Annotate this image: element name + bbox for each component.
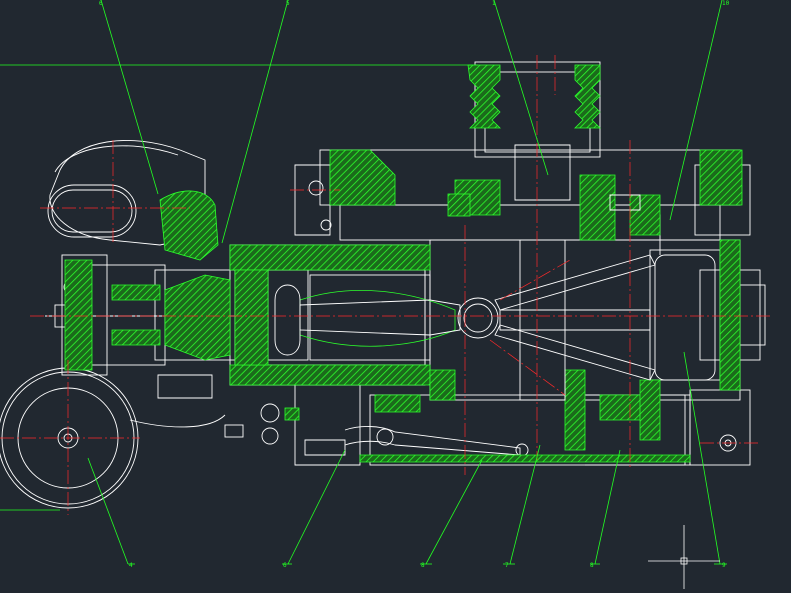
centerlines — [0, 55, 770, 515]
crosshair-cursor-icon — [648, 525, 720, 589]
piston-and-rods — [274, 144, 716, 401]
part-labels: 6 5 1 10 4 6 8 7 8 9 — [99, 0, 730, 569]
part-label: 7 — [505, 562, 509, 569]
part-label: 1 — [492, 0, 496, 7]
part-label: 9 — [722, 562, 726, 569]
part-label: 5 — [286, 0, 290, 7]
part-label: 8 — [590, 562, 594, 569]
part-label: 10 — [722, 0, 730, 7]
part-label: 6 — [283, 562, 287, 569]
leader-lines — [0, 0, 727, 565]
section-hatching — [64, 64, 743, 463]
part-label: 6 — [99, 0, 103, 7]
part-label: 8 — [421, 562, 425, 569]
part-label: 4 — [129, 562, 133, 569]
